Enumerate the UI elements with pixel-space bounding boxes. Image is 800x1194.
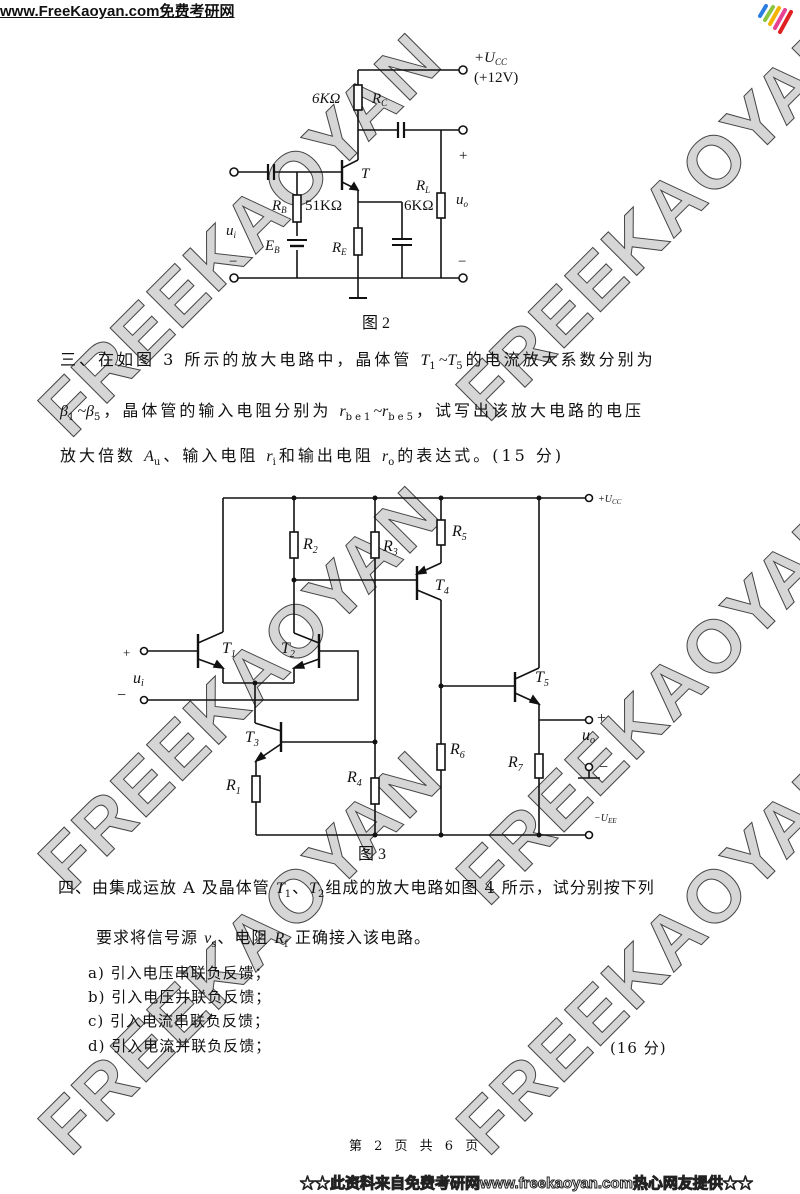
t3-label: T3 bbox=[245, 729, 259, 749]
rl-label: RL bbox=[415, 178, 430, 195]
text-segment: 正确接入该电路。 bbox=[288, 928, 432, 947]
rc-value: 6KΩ bbox=[312, 91, 341, 107]
rc-label: RC bbox=[371, 91, 388, 108]
vcc-label: +UCC bbox=[598, 494, 622, 506]
math-symbol: A bbox=[144, 448, 154, 465]
subscript: s bbox=[211, 939, 218, 951]
r5-label: R5 bbox=[451, 523, 467, 543]
subscript: i bbox=[272, 457, 279, 469]
subscript: 1 bbox=[67, 412, 78, 424]
text-segment: ，晶体管的输入电阻分别为 bbox=[103, 401, 340, 420]
figure-2-caption: 图 2 bbox=[362, 315, 390, 332]
plus-sign: + bbox=[459, 148, 467, 164]
question-4-line-1: 四、由集成运放 A 及晶体管 T1、T2组成的放大电路如图 4 所示，试分别按下… bbox=[58, 874, 655, 900]
page-number: 第 2 页 共 6 页 bbox=[349, 1139, 483, 1154]
r6-label: R6 bbox=[449, 741, 465, 761]
vcc-value: (+12V) bbox=[474, 70, 518, 86]
math-symbol: r bbox=[382, 403, 389, 420]
ui-label: ui bbox=[226, 223, 237, 240]
math-symbol: r bbox=[266, 448, 273, 465]
minus-sign: − bbox=[458, 254, 466, 270]
figure-3-caption: 图 3 bbox=[358, 846, 386, 863]
subscript: 1 bbox=[429, 361, 439, 373]
subscript: 1 bbox=[284, 889, 293, 901]
math-symbol: T bbox=[420, 352, 430, 369]
t5-label: T5 bbox=[535, 669, 549, 689]
source-banner: ★★此资料来自免费考研网www.freekaoyan.com热心网友提供★★ bbox=[300, 1175, 754, 1193]
text-segment: 放大倍数 bbox=[60, 446, 145, 465]
minus-sign: − bbox=[599, 759, 608, 776]
text-segment: 三、在如图 3 所示的放大电路中，晶体管 bbox=[60, 350, 421, 369]
plus-sign: + bbox=[123, 645, 130, 660]
subscript: 5 bbox=[456, 361, 466, 373]
math-symbol: ~ bbox=[438, 352, 448, 369]
math-symbol: v bbox=[204, 930, 212, 947]
math-symbol: T bbox=[275, 880, 285, 897]
subscript: o bbox=[388, 457, 398, 469]
rb-label: RB bbox=[271, 198, 287, 215]
text-segment: 组成的放大电路如图 4 所示，试分别按下列 bbox=[325, 878, 655, 897]
subscript: 2 bbox=[318, 889, 326, 901]
math-symbol: β bbox=[60, 403, 68, 420]
r3-label: R3 bbox=[382, 538, 398, 558]
math-symbol: ~ bbox=[77, 403, 86, 420]
minus-sign: − bbox=[117, 687, 126, 704]
site-header-link[interactable]: www.FreeKaoyan.com免费考研网 bbox=[0, 3, 235, 20]
rainbow-logo-icon bbox=[758, 4, 793, 34]
text-segment: 、输入电阻 bbox=[163, 446, 267, 465]
eb-label: EB bbox=[264, 238, 280, 255]
question-3-line-2: β1~β5，晶体管的输入电阻分别为 rbe1~rbe5，试写出该放大电路的电压 bbox=[60, 397, 644, 423]
rl-value: 6KΩ bbox=[404, 198, 433, 214]
question-3-line-3: 放大倍数 Au、输入电阻 ri和输出电阻 ro的表达式。(15 分) bbox=[60, 442, 564, 468]
subscript: be5 bbox=[388, 412, 416, 424]
subscript: be1 bbox=[345, 412, 374, 424]
uo-label: uo bbox=[456, 192, 469, 209]
text-segment: 的表达式。(15 分) bbox=[397, 446, 565, 465]
re-label: RE bbox=[331, 240, 347, 257]
t1-label: T1 bbox=[222, 640, 236, 660]
t2-label: T2 bbox=[281, 640, 295, 660]
question-4-line-2: 要求将信号源 vs、电阻 Rf 正确接入该电路。 bbox=[96, 924, 431, 950]
question-3-line-1: 三、在如图 3 所示的放大电路中，晶体管 T1~T5的电流放大系数分别为 bbox=[60, 346, 656, 372]
subscript: u bbox=[153, 457, 164, 469]
option-c: c) 引入电流串联负反馈； bbox=[88, 1012, 271, 1030]
subscript: f bbox=[284, 939, 289, 951]
option-b: b) 引入电压并联负反馈； bbox=[88, 988, 272, 1006]
math-symbol: ~ bbox=[373, 403, 383, 420]
question-4-score: (16 分) bbox=[610, 1039, 667, 1057]
minus-sign: − bbox=[229, 254, 237, 270]
t4-label: T4 bbox=[435, 577, 449, 597]
transistor-label: T bbox=[361, 166, 371, 182]
math-symbol: R bbox=[274, 930, 285, 947]
text-segment: 、 bbox=[292, 878, 310, 897]
figure-2-circuit: +UCC (+12V) 6KΩ RC T RB 51KΩ RL 6KΩ uo u… bbox=[226, 50, 518, 332]
vcc-label: +UCC bbox=[474, 50, 508, 67]
text-segment: 、电阻 bbox=[217, 928, 275, 947]
math-symbol: T bbox=[309, 880, 319, 897]
option-d: d) 引入电流并联负反馈； bbox=[88, 1037, 272, 1055]
vee-label: −UEE bbox=[594, 813, 617, 825]
math-symbol: β bbox=[86, 403, 94, 420]
math-symbol: r bbox=[339, 403, 346, 420]
r7-label: R7 bbox=[507, 754, 524, 774]
r4-label: R4 bbox=[346, 769, 362, 789]
rb-value: 51KΩ bbox=[305, 198, 342, 214]
math-symbol: T bbox=[447, 352, 457, 369]
plus-sign: + bbox=[597, 710, 606, 727]
ui-label: ui bbox=[133, 670, 144, 689]
text-segment: 和输出电阻 bbox=[278, 446, 382, 465]
option-a: a) 引入电压串联负反馈； bbox=[88, 964, 271, 982]
r1-label: R1 bbox=[225, 777, 241, 797]
text-segment: ，试写出该放大电路的电压 bbox=[415, 401, 644, 420]
math-symbol: r bbox=[381, 448, 389, 465]
figure-3-circuit: +UCC −UEE R2 R3 R5 T4 T1 T2 T5 T3 R6 R7 … bbox=[117, 493, 622, 863]
uo-label: uo bbox=[582, 727, 595, 746]
r2-label: R2 bbox=[302, 536, 318, 556]
text-segment: 的电流放大系数分别为 bbox=[465, 350, 656, 369]
text-segment: 四、由集成运放 A 及晶体管 bbox=[58, 878, 276, 897]
subscript: 5 bbox=[93, 412, 104, 424]
text-segment: 要求将信号源 bbox=[96, 928, 205, 947]
